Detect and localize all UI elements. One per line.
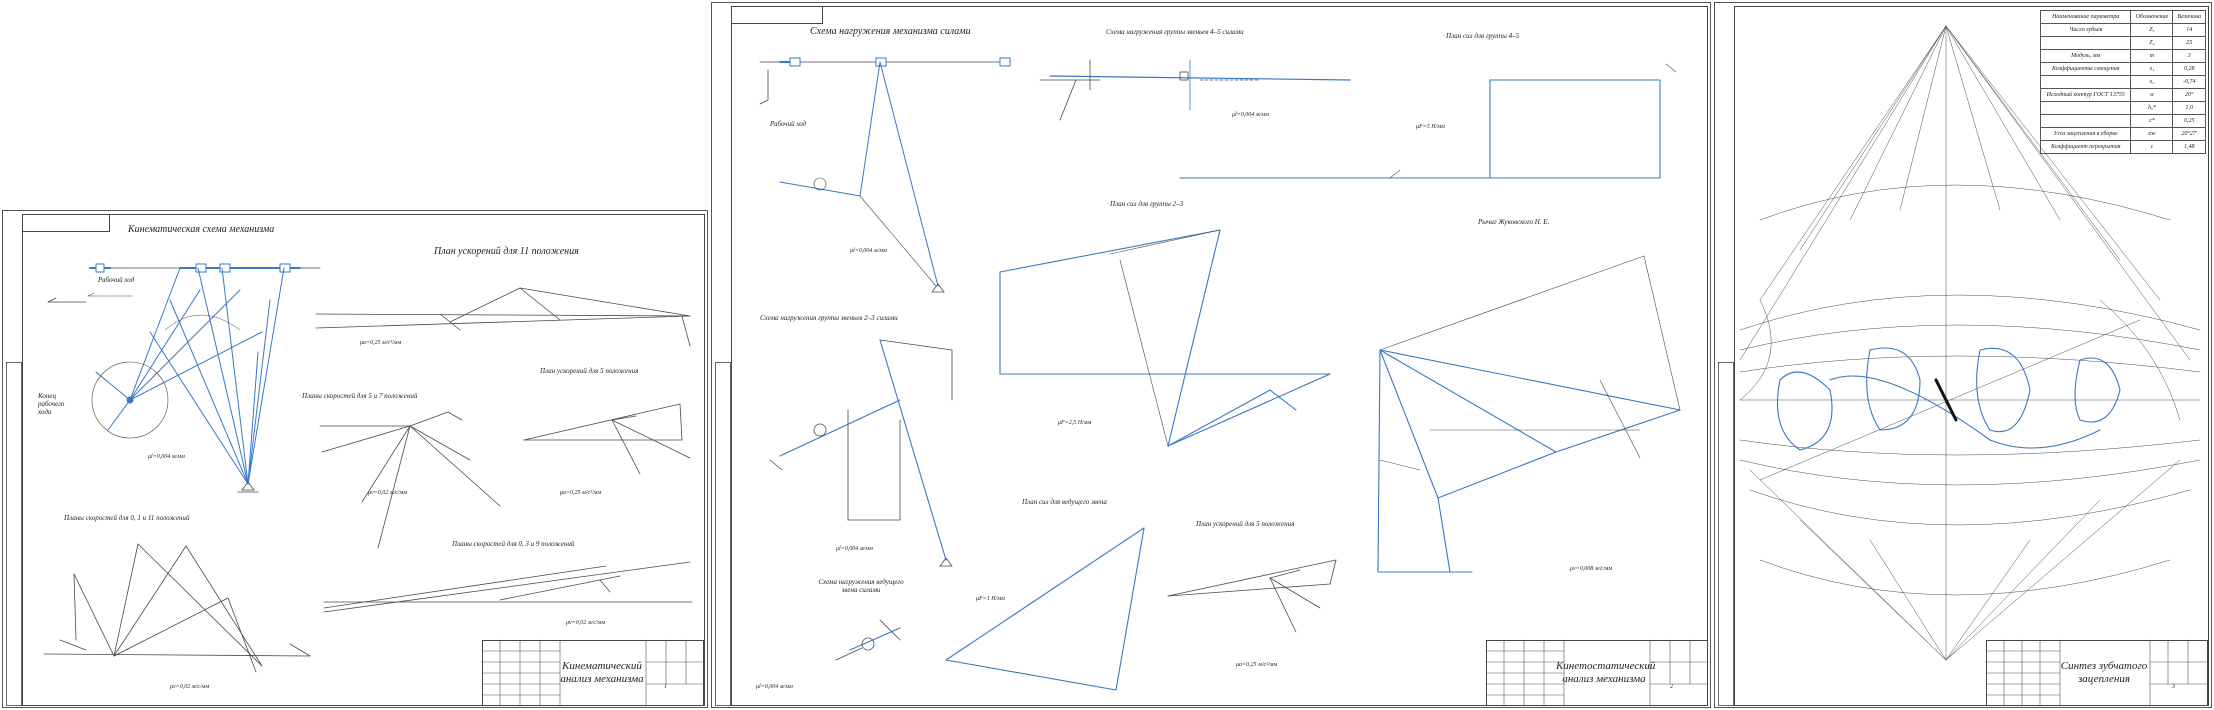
scale-a2: μа=0,25 м/с²/мм xyxy=(1236,662,1278,668)
force-plan-lead xyxy=(945,527,1145,691)
mech-scale: μl=0,004 м/мм xyxy=(148,454,185,460)
load-scheme-mechanism xyxy=(759,57,1011,293)
vel-0-3-9-scale: μv=0,02 м/с/мм xyxy=(566,620,606,626)
sheet2-accel-5-title: План ускорений для 5 положения xyxy=(1196,520,1295,528)
sheet2-doc-title: Кинетостатический анализ механизма xyxy=(1556,660,1656,685)
load-group-4-5 xyxy=(1039,59,1351,121)
accel-5-title: План ускорений для 5 положения xyxy=(540,367,639,375)
accel-11-title: План ускорений для 11 положения xyxy=(434,246,579,257)
scale-l3: μl=0,004 м/мм xyxy=(836,546,873,552)
load-lead xyxy=(835,619,901,661)
sheet1-heading: Кинематическая схема механизма xyxy=(128,224,275,235)
end-stroke-label: Конец рабочего хода xyxy=(38,392,65,416)
sheet2-title-block-grid xyxy=(1485,639,1709,707)
sheet1-sheet-no: 1 xyxy=(664,684,667,690)
sheet2-accel-plan-5 xyxy=(1167,559,1337,633)
sheet3-sheet-no: 3 xyxy=(2172,684,2175,690)
scale-f3: μF=1 Н/мм xyxy=(976,596,1005,602)
scale-l4: μl=0,004 м/мм xyxy=(756,684,793,690)
sheet3-left-margin xyxy=(1718,362,1734,706)
sheet2-left-margin xyxy=(715,362,731,706)
sheet2-sheet-no: 2 xyxy=(1670,684,1673,690)
accel-plan-5 xyxy=(523,403,691,475)
param-value: 0,28 xyxy=(2172,62,2206,76)
accel-11-scale: μа=0,25 м/с²/мм xyxy=(360,340,402,346)
load-23-title: Схема нагружения группы звеньев 2–3 сила… xyxy=(760,314,898,322)
gear-contact-mark xyxy=(1934,378,1958,422)
vel-0-1-11-title: Планы скоростей для 0, 1 и 11 положений xyxy=(64,514,190,522)
scale-f2: μF=2,5 Н/мм xyxy=(1058,420,1092,426)
vel-0-1-11-scale: μv=0,02 м/с/мм xyxy=(170,684,210,690)
sheet2-working-stroke: Рабочий ход xyxy=(770,120,807,128)
vel-0-3-9-title: Планы скоростей для 0, 3 и 9 положений xyxy=(452,540,575,548)
gear-teeth xyxy=(1777,347,2121,451)
plan-23-title: План сил для группы 2–3 xyxy=(1110,200,1184,208)
vel-plans-0-3-9 xyxy=(323,561,693,613)
sheet1-frame xyxy=(22,214,705,706)
load-mech-title: Схема нагружения механизма силами xyxy=(810,26,971,37)
vel-plans-5-7 xyxy=(319,411,501,549)
sheet2-corner-box xyxy=(731,6,823,24)
param-symbol: ε xyxy=(2130,140,2174,154)
param-name: Коэффициент перекрытия xyxy=(2039,140,2132,154)
vel-plans-0-1-11 xyxy=(43,543,311,673)
sheet3-title-block-grid xyxy=(1985,639,2209,707)
zhukovsky-title: Рычаг Жуковского Н. Е. xyxy=(1478,218,1550,226)
sheet1-doc-title: Кинематический анализ механизма xyxy=(560,660,644,685)
sheet2-frame xyxy=(731,6,1708,706)
accel-5-scale: μа=0,25 м/с²/мм xyxy=(560,490,602,496)
scale-l2: μl=0,004 м/мм xyxy=(1232,112,1269,118)
vel-5-7-scale: μv=0,02 м/с/мм xyxy=(368,490,408,496)
kinematic-scheme xyxy=(47,263,321,493)
scale-f1: μF=5 Н/мм xyxy=(1416,124,1445,130)
param-symbol: αw xyxy=(2130,127,2174,141)
scale-z: μv=0,008 м/с/мм xyxy=(1570,566,1613,572)
working-stroke-label: Рабочий ход xyxy=(98,276,135,284)
gear-params-table: Наименование параметра Обозначение Велич… xyxy=(2039,10,2206,154)
sheet-kinetostatic xyxy=(711,2,1711,708)
load-45-title: Схема нагружения группы звеньев 4–5 сила… xyxy=(1106,28,1244,36)
accel-plan-11 xyxy=(315,287,691,347)
sheet1-left-margin xyxy=(6,362,22,706)
gear-synthesis-drawing xyxy=(1739,25,2201,661)
plan-lead-title: План сил для ведущего звена xyxy=(1022,498,1107,506)
sheet1-title-block-grid xyxy=(481,639,705,707)
plan-45-title: План сил для группы 4–5 xyxy=(1446,32,1520,40)
param-symbol: m xyxy=(2130,49,2174,63)
force-plan-4-5 xyxy=(1179,63,1677,179)
sheet-kinematic xyxy=(2,210,708,708)
sheet1-corner-box xyxy=(22,214,110,232)
zhukovsky-lever xyxy=(1377,255,1681,573)
param-value: 1,48 xyxy=(2172,140,2206,154)
scale-l1: μl=0,004 м/мм xyxy=(850,248,887,254)
load-group-2-3 xyxy=(769,339,953,567)
sheet3-frame xyxy=(1734,6,2209,706)
sheet3-doc-title: Синтез зубчатого зацепления xyxy=(2060,660,2148,685)
force-plan-2-3 xyxy=(999,229,1331,447)
load-lead-title: Схема нагружения ведущего звена силами xyxy=(818,578,904,594)
vel-5-7-title: Планы скоростей для 5 и 7 положений xyxy=(302,392,418,400)
